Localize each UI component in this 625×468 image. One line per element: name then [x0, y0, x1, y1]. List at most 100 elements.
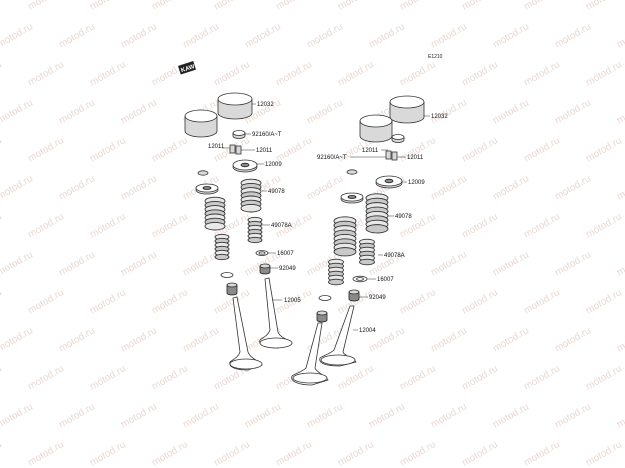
watermark-text: motod.ru — [150, 363, 190, 392]
shim-pad-92160-right — [391, 134, 405, 143]
watermark-text: motod.ru — [584, 287, 624, 316]
watermark-text: motod.ru — [57, 249, 97, 278]
watermark-text: motod.ru — [26, 439, 66, 468]
cotter-12011-right — [385, 150, 398, 161]
watermark-text: motod.ru — [150, 439, 190, 468]
label-12011-right-a: 12011 — [362, 148, 379, 154]
valve-spring-49078A-left-a — [214, 233, 230, 261]
valve-spring-49078-left-b — [240, 178, 262, 213]
watermark-text: motod.ru — [336, 59, 376, 88]
watermark-text: motod.ru — [119, 97, 159, 126]
spring-seat-16007-left — [255, 250, 269, 256]
watermark-text: motod.ru — [274, 59, 314, 88]
watermark-text: motod.ru — [26, 363, 66, 392]
watermark-text: motod.ru — [584, 363, 624, 392]
label-12005-left: 12005 — [284, 298, 301, 304]
label-92160-right: 92160/A~T — [317, 155, 347, 161]
watermark-text: motod.ru — [615, 21, 625, 50]
spring-coil — [359, 258, 375, 266]
watermark-text: motod.ru — [88, 439, 128, 468]
spring-seat-left-small — [195, 170, 219, 195]
watermark-text: motod.ru — [57, 21, 97, 50]
watermark-text: motod.ru — [88, 211, 128, 240]
label-49078A-left: 49078A — [271, 223, 292, 229]
watermark-text: motod.ru — [491, 97, 531, 126]
label-12009-left: 12009 — [265, 162, 282, 168]
watermark-text: motod.ru — [26, 59, 66, 88]
watermark-text: motod.ru — [553, 21, 593, 50]
watermark-text: motod.ru — [460, 363, 500, 392]
watermark-text: motod.ru — [553, 173, 593, 202]
watermark-text: motod.ru — [119, 249, 159, 278]
watermark-text: motod.ru — [212, 59, 252, 88]
watermark-text: motod.ru — [615, 401, 625, 430]
watermark-text: motod.ru — [522, 439, 562, 468]
valve-spring-49078-left-a — [204, 196, 226, 231]
watermark-text: motod.ru — [429, 249, 469, 278]
watermark-text: motod.ru — [150, 0, 190, 13]
watermark-text: motod.ru — [491, 401, 531, 430]
watermark-text: motod.ru — [584, 59, 624, 88]
label-92160-left: 92160/A~T — [252, 132, 282, 138]
retainer-12009-left — [232, 159, 258, 173]
spring-coil — [204, 221, 226, 231]
watermark-text: motod.ru — [429, 173, 469, 202]
label-12011-right-b: 12011 — [407, 155, 424, 161]
watermark-text: motod.ru — [274, 439, 314, 468]
watermark-text: motod.ru — [212, 0, 252, 13]
label-16007-right: 16007 — [377, 277, 394, 283]
watermark-text: motod.ru — [0, 363, 4, 392]
label-16007-left: 16007 — [277, 251, 294, 257]
watermark-text: motod.ru — [150, 287, 190, 316]
watermark-text: motod.ru — [460, 0, 500, 13]
label-92049-left: 92049 — [279, 266, 296, 272]
watermark-text: motod.ru — [553, 401, 593, 430]
label-12032-left: 12032 — [257, 102, 274, 108]
watermark-text: motod.ru — [584, 0, 624, 13]
diagram-code: E1210 — [428, 54, 443, 60]
watermark-text: motod.ru — [119, 401, 159, 430]
spring-seat-right-small — [340, 169, 364, 204]
watermark-text: motod.ru — [150, 211, 190, 240]
watermark-text: motod.ru — [522, 59, 562, 88]
watermark-text: motod.ru — [491, 249, 531, 278]
valve-guide-right — [316, 310, 328, 323]
watermark-text: motod.ru — [398, 287, 438, 316]
watermark-text: motod.ru — [460, 135, 500, 164]
watermark-text: motod.ru — [615, 97, 625, 126]
watermark-text: motod.ru — [429, 401, 469, 430]
watermark-text: motod.ru — [615, 249, 625, 278]
watermark-text: motod.ru — [243, 21, 283, 50]
retainer-12009-right — [375, 175, 403, 189]
label-49078A-right: 49078A — [384, 253, 405, 259]
valve-spring-49078A-right-b — [359, 238, 375, 266]
watermark-text: motod.ru — [119, 21, 159, 50]
watermark-text: motod.ru — [522, 363, 562, 392]
stem-seal-92049-right — [318, 289, 360, 302]
watermark-text: motod.ru — [181, 401, 221, 430]
valve-spring-49078A-right-a — [328, 258, 344, 286]
watermark-text: motod.ru — [398, 439, 438, 468]
spring-coil — [333, 247, 357, 257]
watermark-text: motod.ru — [0, 249, 35, 278]
watermark-text: motod.ru — [0, 21, 35, 50]
watermark-text: motod.ru — [57, 97, 97, 126]
shim-pad-92160-left — [232, 130, 246, 139]
exhaust-valve-12004-right-a — [291, 322, 329, 386]
watermark-text: motod.ru — [150, 135, 190, 164]
watermark-text: motod.ru — [460, 211, 500, 240]
watermark-text: motod.ru — [243, 401, 283, 430]
valve-spring-49078-right-b — [365, 193, 389, 234]
watermark-text: motod.ru — [0, 135, 4, 164]
watermark-text: motod.ru — [398, 0, 438, 13]
watermark-text: motod.ru — [26, 211, 66, 240]
watermark-text: motod.ru — [305, 21, 345, 50]
watermark-text: motod.ru — [0, 325, 35, 354]
valve-spring-49078A-left-b — [247, 216, 263, 244]
watermark-text: motod.ru — [305, 173, 345, 202]
watermark-text: motod.ru — [274, 0, 314, 13]
watermark-text: motod.ru — [553, 97, 593, 126]
exhaust-valve-12004-right-b — [319, 305, 357, 367]
watermark-text: motod.ru — [553, 325, 593, 354]
